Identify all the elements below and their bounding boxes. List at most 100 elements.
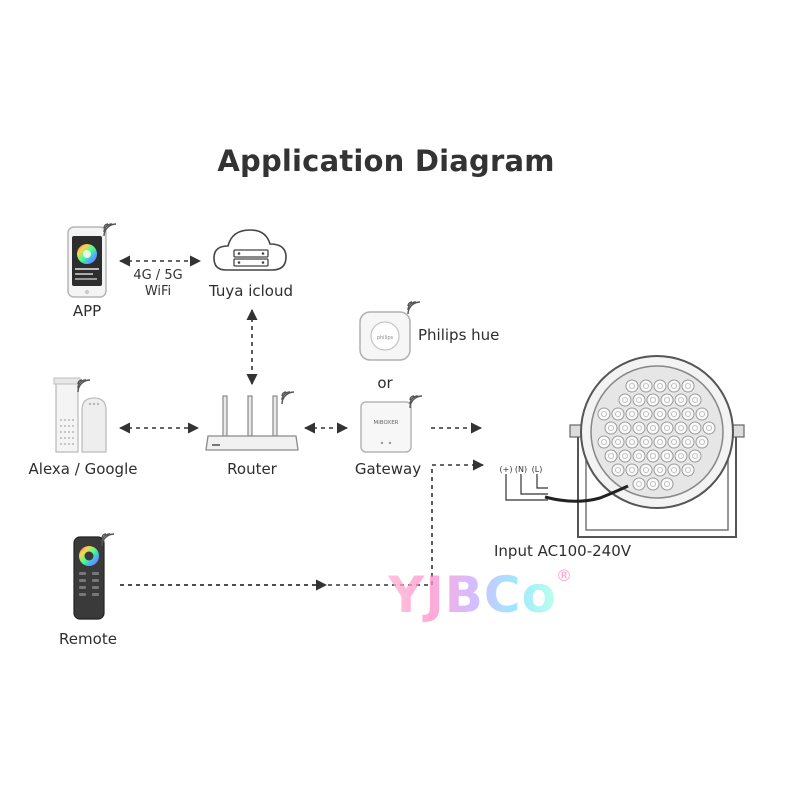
smart-speaker-icon — [53, 377, 107, 453]
led-lens-inner — [622, 396, 629, 403]
led-lens-inner — [601, 410, 608, 417]
led-lens-inner — [636, 424, 643, 431]
led-lens — [632, 393, 646, 407]
led-lens — [632, 421, 646, 435]
terminal-neutral: (N) — [515, 465, 527, 474]
led-lens — [611, 435, 625, 449]
led-lens — [653, 407, 667, 421]
led-lens-inner — [664, 396, 671, 403]
led-lens-inner — [685, 438, 692, 445]
led-lens — [639, 463, 653, 477]
led-lens — [681, 463, 695, 477]
wifi-signal-icon — [281, 391, 295, 405]
led-lens — [688, 449, 702, 463]
floodlight-icon — [544, 355, 745, 538]
led-lens-inner — [608, 424, 615, 431]
diagram-title: Application Diagram — [217, 144, 555, 178]
label-remote: Remote — [59, 630, 117, 648]
led-lens-inner — [685, 466, 692, 473]
wifi-signal-icon — [409, 395, 423, 409]
led-lens-inner — [671, 410, 678, 417]
led-lens — [674, 393, 688, 407]
led-lens-inner — [629, 382, 636, 389]
label-network-wifi: WiFi — [144, 284, 172, 299]
led-lens — [667, 463, 681, 477]
led-lens-inner — [671, 382, 678, 389]
led-lens — [681, 407, 695, 421]
led-lens-inner — [650, 396, 657, 403]
led-lens — [653, 379, 667, 393]
led-lens — [667, 379, 681, 393]
terminal-wires — [505, 474, 548, 501]
label-network: 4G / 5G WiFi — [120, 268, 196, 300]
led-lens — [604, 449, 618, 463]
led-lens-inner — [629, 410, 636, 417]
led-lens-inner — [657, 438, 664, 445]
led-lens — [611, 463, 625, 477]
terminal-live: (L) — [532, 465, 543, 474]
led-lens — [646, 477, 660, 491]
led-lens — [597, 407, 611, 421]
led-lens-inner — [657, 382, 664, 389]
led-lens — [688, 421, 702, 435]
led-lens — [632, 449, 646, 463]
led-lens-inner — [622, 452, 629, 459]
led-lens — [702, 421, 716, 435]
terminal-plus: (+) — [500, 465, 513, 474]
led-lens — [688, 393, 702, 407]
label-philips-hue: Philips hue — [418, 326, 500, 344]
led-lens-inner — [685, 382, 692, 389]
led-lens — [695, 435, 709, 449]
led-lens-inner — [699, 438, 706, 445]
watermark-registered-mark: ® — [556, 566, 572, 585]
label-alexa-google: Alexa / Google — [28, 460, 138, 478]
led-lens — [618, 449, 632, 463]
led-lens-inner — [629, 438, 636, 445]
watermark-logo: YJBCo — [388, 566, 557, 624]
led-lens-inner — [664, 424, 671, 431]
led-lens — [604, 421, 618, 435]
led-lens-inner — [699, 410, 706, 417]
led-lens-inner — [671, 466, 678, 473]
led-lens-inner — [608, 452, 615, 459]
led-lens — [660, 393, 674, 407]
led-lens-inner — [657, 466, 664, 473]
led-lens-inner — [706, 424, 713, 431]
led-lens — [653, 435, 667, 449]
led-lens-inner — [678, 424, 685, 431]
led-lens — [639, 435, 653, 449]
led-lens — [625, 435, 639, 449]
label-gateway: Gateway — [354, 460, 422, 478]
led-lens — [646, 449, 660, 463]
led-lens — [681, 379, 695, 393]
led-lens — [646, 393, 660, 407]
led-lens-inner — [664, 480, 671, 487]
led-lens — [639, 407, 653, 421]
gateway-icon: MiBOXER — [360, 401, 412, 453]
led-lens-inner — [692, 452, 699, 459]
label-router: Router — [227, 460, 277, 478]
wifi-signal-icon — [77, 379, 91, 393]
led-lens — [639, 379, 653, 393]
led-lens — [625, 463, 639, 477]
led-lens — [667, 435, 681, 449]
label-app: APP — [72, 302, 102, 320]
led-lens-inner — [650, 480, 657, 487]
led-lens — [618, 393, 632, 407]
led-lens — [674, 421, 688, 435]
led-lens — [660, 449, 674, 463]
led-lens-inner — [643, 382, 650, 389]
label-input-voltage: Input AC100-240V — [494, 542, 632, 560]
philips-hue-bridge-icon: philips — [359, 311, 411, 361]
led-lens — [625, 379, 639, 393]
label-or: or — [377, 374, 393, 392]
label-tuya-icloud: Tuya icloud — [208, 282, 294, 300]
led-lens-inner — [629, 466, 636, 473]
led-lens-inner — [685, 410, 692, 417]
cloud-server-icon — [213, 229, 287, 271]
led-lens — [625, 407, 639, 421]
led-lens-inner — [664, 452, 671, 459]
led-lens-inner — [636, 452, 643, 459]
led-lens-inner — [636, 396, 643, 403]
